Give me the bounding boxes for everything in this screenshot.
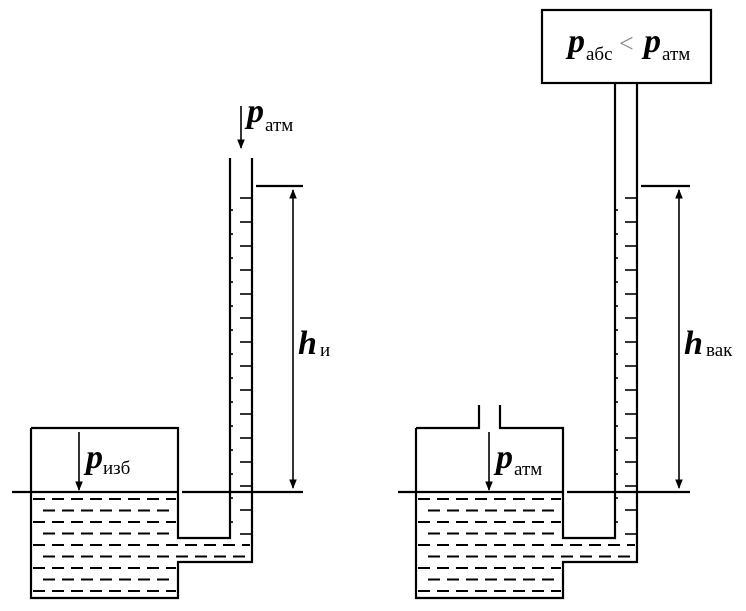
p-atm-vessel-symbol: p	[493, 439, 513, 476]
p-izb-subscript: изб	[103, 458, 130, 479]
vacuum-vessel-box	[540, 8, 713, 85]
p-abs-symbol: p	[565, 23, 585, 60]
left-vessel-outline	[29, 158, 254, 600]
right-vessel-outline	[414, 83, 639, 600]
left-liquid-hatching	[33, 197, 252, 592]
right-vacuummeter: p атм p абс < p атм h вак	[398, 8, 733, 600]
left-piezometer: p атм p изб h и	[12, 93, 330, 600]
h-i-symbol: h	[298, 325, 317, 362]
p-izb-symbol: p	[83, 439, 103, 476]
p-atm-top-subscript: атм	[265, 115, 293, 136]
h-i-subscript: и	[320, 340, 330, 361]
less-than-sign: <	[619, 29, 634, 58]
h-vak-symbol: h	[684, 325, 703, 362]
p-atm-top-symbol: p	[244, 93, 264, 130]
p-abs-subscript: абс	[586, 44, 613, 65]
right-liquid-hatching	[418, 197, 637, 592]
p-atm-box-symbol: p	[641, 23, 661, 60]
p-atm-vessel-subscript: атм	[514, 459, 542, 480]
h-vak-subscript: вак	[706, 340, 733, 361]
p-atm-box-subscript: атм	[662, 44, 690, 65]
